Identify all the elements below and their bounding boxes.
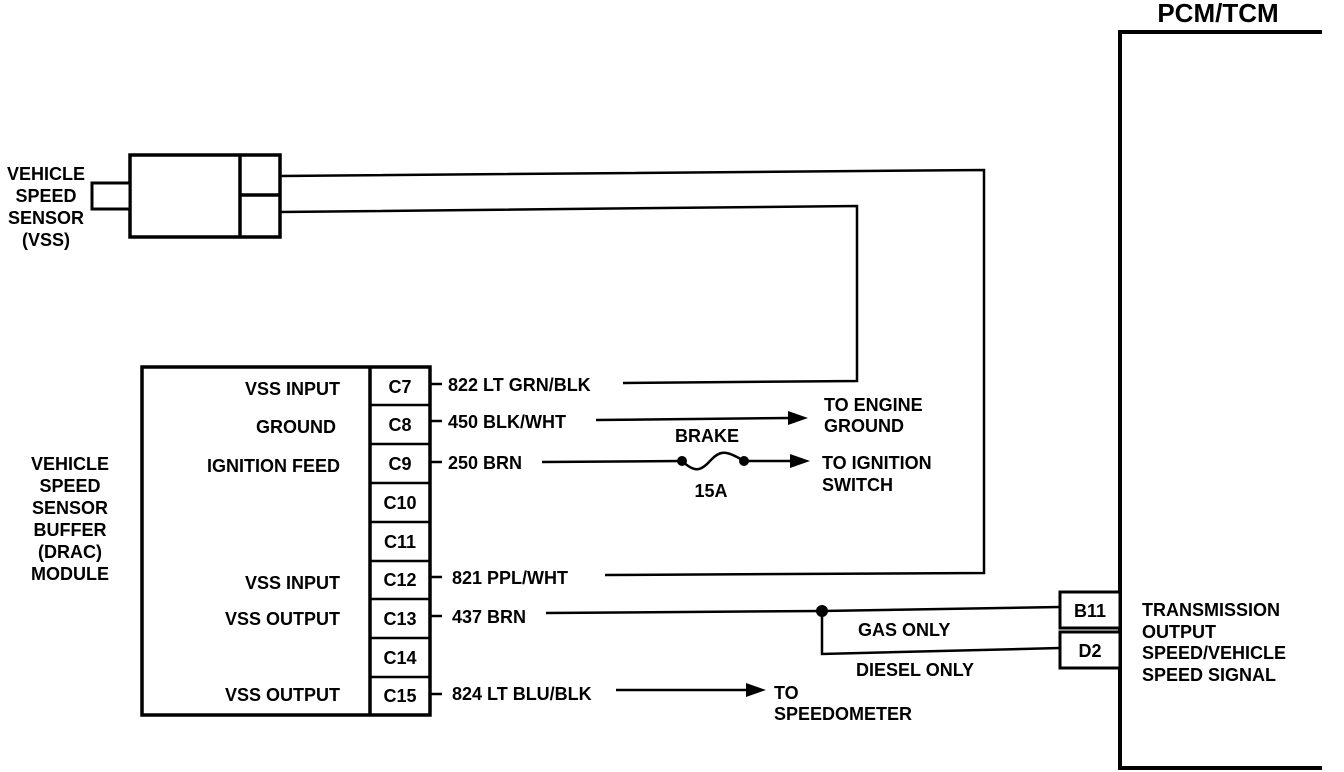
engine-ground-label-1: TO ENGINE	[824, 395, 923, 415]
pcm-signal-label-4: SPEED SIGNAL	[1142, 665, 1276, 685]
vss-label-2: SPEED	[15, 186, 76, 206]
wire-label-c15: 824 LT BLU/BLK	[452, 684, 592, 704]
drac-function-c12: VSS INPUT	[245, 573, 340, 593]
drac-module: C7 C8 C9 C10 C11 C12 C13 C14 C15 VSS INP…	[31, 365, 432, 717]
diesel-only-label: DIESEL ONLY	[856, 660, 974, 680]
wire-450-blk-wht	[595, 416, 791, 422]
fuse-name: BRAKE	[675, 426, 739, 446]
drac-pin-c15: C15	[383, 686, 416, 706]
vss-shaft	[90, 181, 132, 211]
pcm-pin-b11: B11	[1074, 601, 1106, 621]
wire-label-c13: 437 BRN	[452, 607, 526, 627]
speedometer-label-2: SPEEDOMETER	[774, 704, 912, 724]
pcm-outline	[1118, 30, 1322, 770]
vss-label-4: (VSS)	[22, 230, 70, 250]
vss-label-1: VEHICLE	[7, 164, 85, 184]
drac-label-4: BUFFER	[34, 520, 107, 540]
ignition-switch-label-2: SWITCH	[822, 475, 893, 495]
wire-250-brn	[541, 459, 683, 464]
wire-label-c12: 821 PPL/WHT	[452, 568, 568, 588]
pcm-signal-label-1: TRANSMISSION	[1142, 600, 1280, 620]
arrow-engine-ground	[788, 411, 808, 425]
engine-ground-label-2: GROUND	[824, 416, 904, 436]
drac-label-3: SENSOR	[32, 498, 108, 518]
drac-pin-c11: C11	[384, 532, 416, 552]
arrow-ignition-switch	[790, 454, 810, 468]
gas-only-label: GAS ONLY	[858, 620, 950, 640]
vss-sensor: VEHICLE SPEED SENSOR (VSS)	[7, 153, 282, 250]
pcm-pin-b11-box	[1058, 590, 1122, 630]
wire-437-brn	[545, 609, 823, 615]
ignition-switch-label-1: TO IGNITION	[822, 453, 932, 473]
drac-function-c13: VSS OUTPUT	[225, 609, 340, 629]
wire-822-lt-grn-blk	[279, 204, 859, 385]
wire-to-d2	[820, 611, 1061, 656]
drac-pin-c13: C13	[383, 609, 416, 629]
pcm-tcm-module: PCM/TCM B11 D2 TRANSMISSION OUTPUT SPEED…	[1058, 0, 1322, 770]
drac-pin-c8: C8	[388, 415, 411, 435]
wire-label-c9: 250 BRN	[448, 453, 522, 473]
pcm-pin-d2-box	[1058, 630, 1122, 670]
drac-pin-c12: C12	[383, 570, 416, 590]
wire-to-b11	[821, 605, 1061, 613]
drac-label-6: MODULE	[31, 564, 109, 584]
drac-function-c15: VSS OUTPUT	[225, 685, 340, 705]
drac-pin-c14: C14	[383, 648, 416, 668]
drac-label-5: (DRAC)	[38, 542, 102, 562]
drac-pin-c9: C9	[388, 454, 411, 474]
pcm-pin-d2: D2	[1078, 641, 1101, 661]
wires: 821 PPL/WHT 822 LT GRN/BLK 450 BLK/WHT T…	[279, 168, 1061, 724]
wire-821-ppl-wht	[279, 168, 986, 577]
drac-label-2: SPEED	[39, 476, 100, 496]
drac-function-c8: GROUND	[256, 417, 336, 437]
wire-label-c8: 450 BLK/WHT	[448, 412, 566, 432]
fuse-symbol	[681, 451, 745, 471]
drac-outline	[140, 365, 432, 717]
drac-function-c7: VSS INPUT	[245, 379, 340, 399]
wire-label-c7: 822 LT GRN/BLK	[448, 375, 591, 395]
vss-label-3: SENSOR	[8, 208, 84, 228]
arrow-speedometer	[746, 683, 766, 697]
pcm-signal-label-3: SPEED/VEHICLE	[1142, 643, 1286, 663]
drac-pin-c10: C10	[383, 493, 416, 513]
drac-pin-c7: C7	[388, 377, 411, 397]
fuse-rating: 15A	[694, 481, 727, 501]
drac-function-c9: IGNITION FEED	[207, 456, 340, 476]
speedometer-label-1: TO	[774, 683, 799, 703]
pcm-title: PCM/TCM	[1157, 0, 1278, 28]
drac-label-1: VEHICLE	[31, 454, 109, 474]
pcm-signal-label-2: OUTPUT	[1142, 622, 1216, 642]
